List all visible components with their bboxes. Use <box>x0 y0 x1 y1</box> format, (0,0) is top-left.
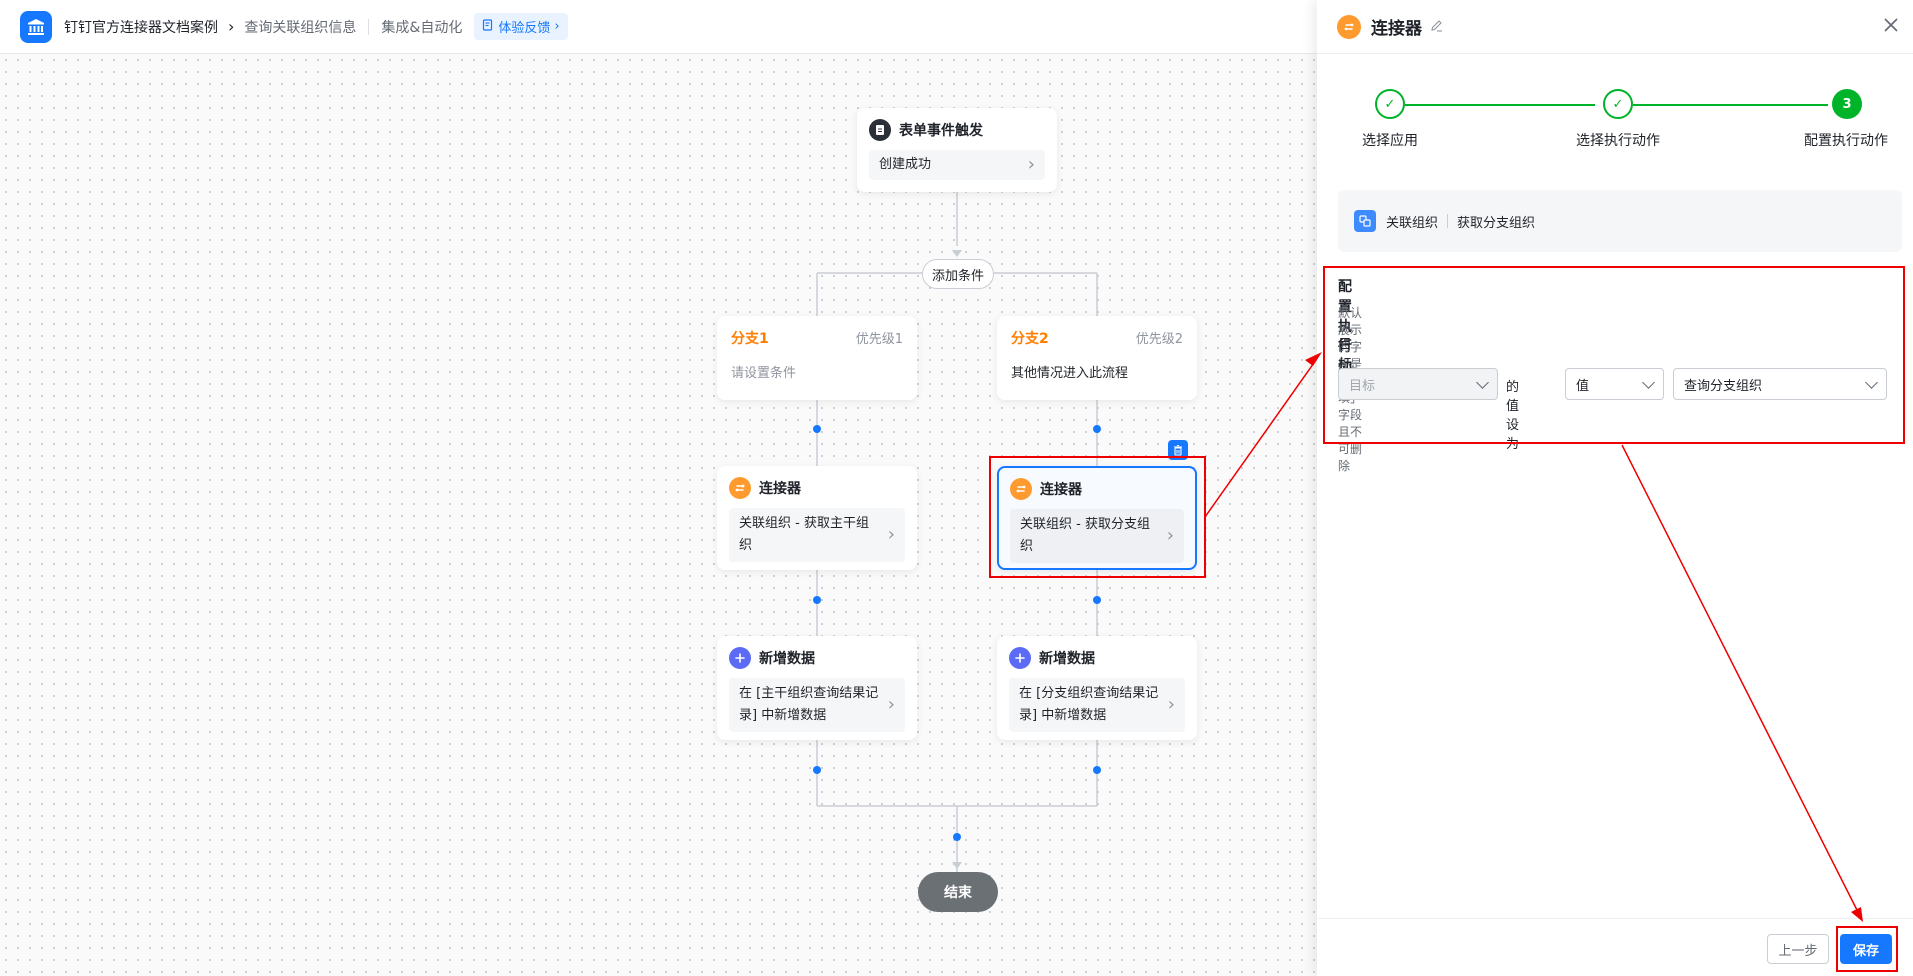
connector-2-action-label: 关联组织 - 获取分支组织 <box>1020 517 1150 554</box>
value-select[interactable]: 查询分支组织 <box>1673 368 1887 400</box>
branch-1-priority: 优先级1 <box>855 332 903 347</box>
trash-icon <box>1174 445 1182 456</box>
drawer-footer <box>1317 918 1913 976</box>
connector-icon <box>1337 14 1361 39</box>
add-data-2-desc[interactable]: 在 [分支组织查询结果记录] 中新增数据 › <box>1009 678 1185 732</box>
branch-2-node[interactable]: 分支2 优先级2 其他情况进入此流程 <box>997 316 1197 400</box>
add-data-node-1[interactable]: 新增数据 在 [主干组织查询结果记录] 中新增数据 › <box>717 636 917 740</box>
app-name-link[interactable]: 钉钉官方连接器文档案例 <box>64 19 218 36</box>
app-name: 关联组织 <box>1386 215 1439 231</box>
chevron-right-icon: › <box>1027 154 1035 175</box>
step-1-check-icon: ✓ <box>1375 89 1405 119</box>
connector-2-title: 连接器 <box>1040 482 1082 498</box>
connector-node-2[interactable]: 连接器 关联组织 - 获取分支组织 › <box>997 466 1197 570</box>
step-line-1 <box>1405 104 1595 106</box>
save-button[interactable]: 保存 <box>1840 934 1892 964</box>
chevron-right-icon: › <box>1166 525 1174 546</box>
branch-2-name: 分支2 <box>1011 331 1049 347</box>
target-select[interactable]: 目标 <box>1338 368 1498 400</box>
app-action-divider <box>1447 214 1449 228</box>
step-2-label: 选择执行动作 <box>1576 133 1660 149</box>
branch-2-priority: 优先级2 <box>1135 332 1183 347</box>
trigger-event[interactable]: 创建成功 › <box>869 150 1045 180</box>
plus-icon <box>729 647 751 669</box>
config-highlight-box <box>1323 266 1905 444</box>
add-data-2-desc-label: 在 [分支组织查询结果记录] 中新增数据 <box>1019 686 1159 723</box>
form-doc-icon <box>869 119 891 141</box>
connector-1-action-label: 关联组织 - 获取主干组织 <box>739 516 869 553</box>
connector-icon <box>1010 478 1032 500</box>
connector-icon <box>729 477 751 499</box>
trigger-event-label: 创建成功 <box>879 157 932 172</box>
page-name: 查询关联组织信息 <box>244 19 357 36</box>
org-app-icon <box>1354 210 1376 232</box>
chevron-right-icon: › <box>1167 694 1175 715</box>
step-line-2 <box>1633 104 1828 106</box>
edit-icon[interactable] <box>1430 17 1443 36</box>
add-data-node-2[interactable]: 新增数据 在 [分支组织查询结果记录] 中新增数据 › <box>997 636 1197 740</box>
step-3-current: 3 <box>1832 89 1862 119</box>
value-label: 查询分支组织 <box>1684 378 1763 394</box>
step-3-label: 配置执行动作 <box>1804 133 1888 149</box>
trigger-title: 表单事件触发 <box>899 123 983 139</box>
value-type-label: 值 <box>1576 378 1590 394</box>
step-1-label: 选择应用 <box>1362 133 1418 149</box>
drawer-title: 连接器 <box>1371 19 1422 39</box>
section-link[interactable]: 集成&自动化 <box>381 19 463 36</box>
branch-1-condition: 请设置条件 <box>731 366 797 381</box>
selected-app-card: 关联组织 获取分支组织 <box>1338 190 1902 252</box>
step-2-check-icon: ✓ <box>1603 89 1633 119</box>
save-highlight-box <box>1836 926 1898 972</box>
close-icon[interactable] <box>1883 17 1899 37</box>
add-condition-button[interactable]: 添加条件 <box>922 259 994 289</box>
add-data-1-desc-label: 在 [主干组织查询结果记录] 中新增数据 <box>739 686 879 723</box>
connector-2-action[interactable]: 关联组织 - 获取分支组织 › <box>1010 509 1184 563</box>
drawer-header: 连接器 <box>1317 0 1913 54</box>
delete-node-button[interactable] <box>1168 440 1188 460</box>
trigger-node[interactable]: 表单事件触发 创建成功 › <box>857 108 1057 192</box>
add-data-1-desc[interactable]: 在 [主干组织查询结果记录] 中新增数据 › <box>729 678 905 732</box>
assign-label: 的值设为 <box>1506 380 1520 452</box>
bank-icon[interactable] <box>20 10 52 43</box>
chevron-right-icon: › <box>887 524 895 545</box>
plus-icon <box>1009 647 1031 669</box>
feedback-button[interactable]: 体验反馈 › <box>474 13 568 40</box>
top-header: 钉钉官方连接器文档案例 › 查询关联组织信息 集成&自动化 体验反馈 › <box>0 0 1317 54</box>
action-name: 获取分支组织 <box>1457 215 1536 231</box>
branch-1-name: 分支1 <box>731 331 769 347</box>
feedback-icon <box>482 18 494 35</box>
add-data-1-title: 新增数据 <box>759 651 815 667</box>
add-data-2-title: 新增数据 <box>1039 651 1095 667</box>
branch-1-node[interactable]: 分支1 优先级1 请设置条件 <box>717 316 917 400</box>
flow-connectors <box>813 192 1101 872</box>
feedback-chevron-icon: › <box>554 19 560 34</box>
value-type-select[interactable]: 值 <box>1565 368 1664 400</box>
connector-node-1[interactable]: 连接器 关联组织 - 获取主干组织 › <box>717 466 917 570</box>
header-divider <box>368 18 370 35</box>
end-node[interactable]: 结束 <box>918 872 998 912</box>
chevron-right-icon: › <box>887 694 895 715</box>
target-select-placeholder: 目标 <box>1349 378 1376 394</box>
branch-2-condition: 其他情况进入此流程 <box>1011 366 1129 381</box>
flow-canvas[interactable]: 表单事件触发 创建成功 › 添加条件 分支1 优先级1 请设置条件 分支2 优先… <box>0 54 1317 976</box>
connector-1-title: 连接器 <box>759 481 801 497</box>
prev-step-button[interactable]: 上一步 <box>1767 934 1829 964</box>
feedback-label: 体验反馈 <box>498 21 551 36</box>
connector-1-action[interactable]: 关联组织 - 获取主干组织 › <box>729 508 905 562</box>
breadcrumb-chevron-icon: › <box>228 17 235 36</box>
